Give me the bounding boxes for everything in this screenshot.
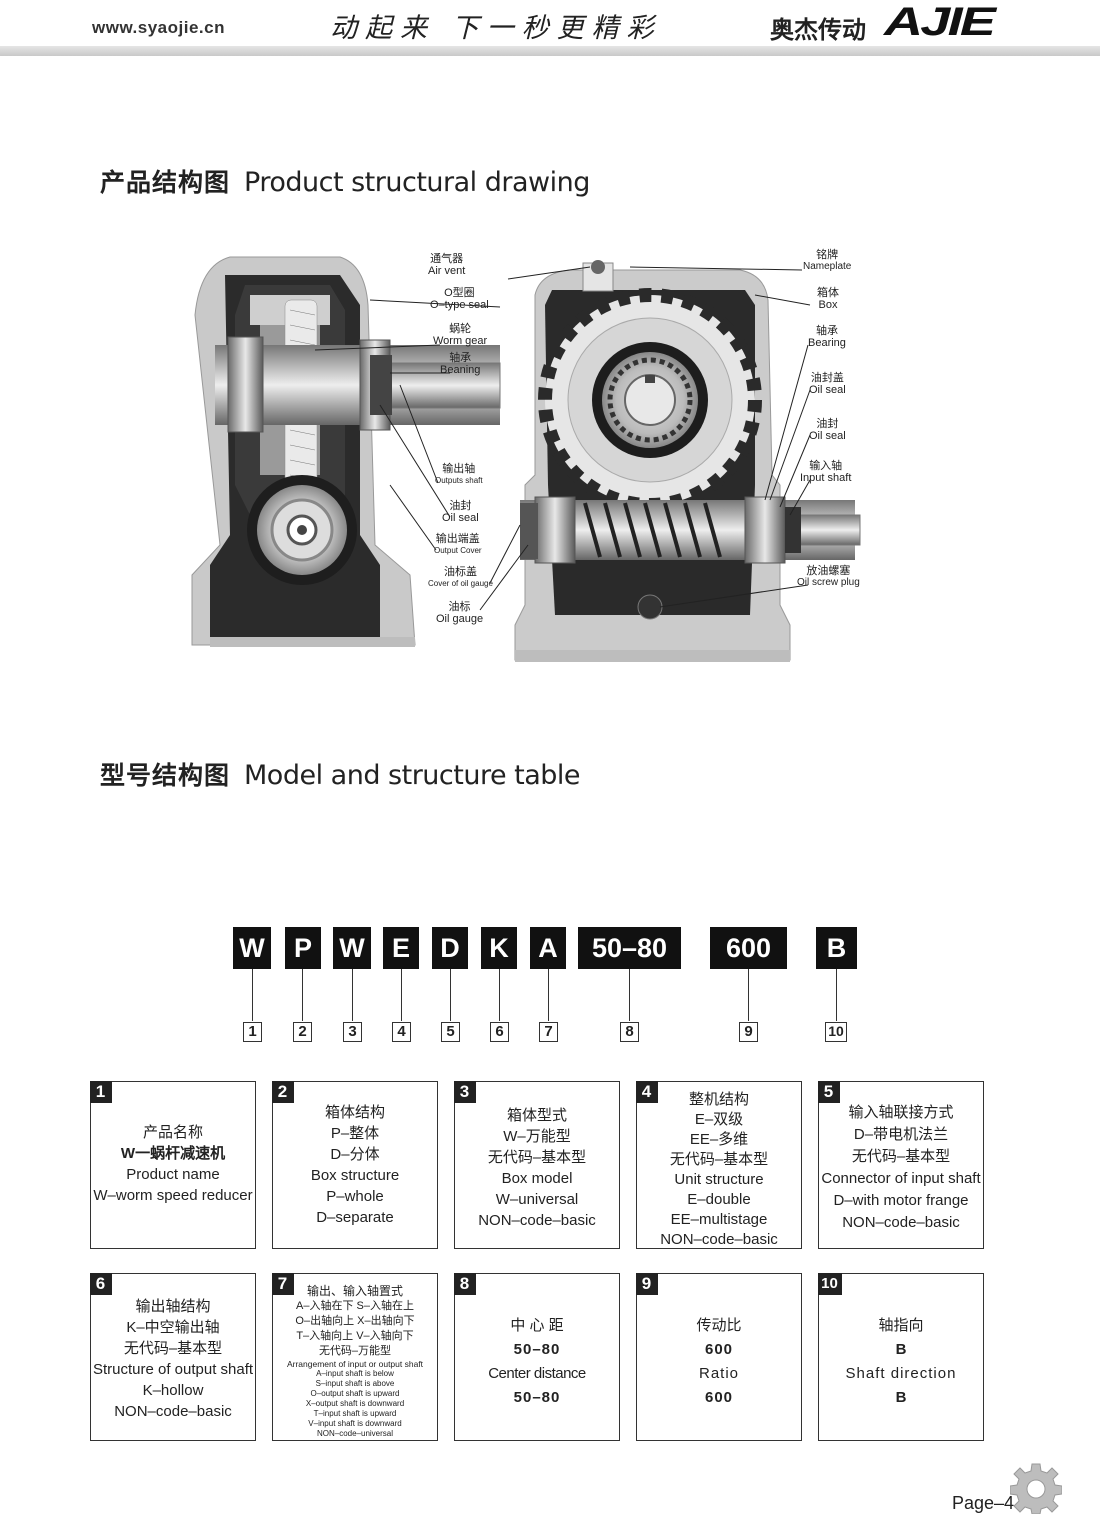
- callout-leader-lines: [314, 266, 811, 611]
- code-p-box-structure: P: [285, 927, 321, 969]
- header-divider: [0, 46, 1100, 56]
- desc-box-9-ratio: 9 传动比 600 Ratio 600: [635, 1272, 802, 1441]
- code-connector-line: [252, 969, 253, 1021]
- desc-box-4-unit-structure: 4 整机结构 E–双级 EE–多维 无代码–基本型 Unit structure…: [635, 1080, 802, 1249]
- code-connector-line: [401, 969, 402, 1021]
- code-number-3: 3: [343, 1022, 362, 1042]
- desc-box-7-shaft-arrangement: 7 输出、输入轴置式 A–入轴在下 S–入轴在上 O–出轴向上 X–出轴向下 T…: [271, 1272, 438, 1441]
- code-connector-line: [302, 969, 303, 1021]
- desc-box-5-input-connector: 5 输入轴联接方式 D–带电机法兰 无代码–基本型 Connector of i…: [817, 1080, 984, 1249]
- code-w-box-model: W: [333, 927, 371, 969]
- desc-box-10-shaft-direction: 10 轴指向 B Shaft direction B: [817, 1272, 984, 1441]
- desc-box-3-box-model: 3 箱体型式 W–万能型 无代码–基本型 Box model W–univers…: [453, 1080, 620, 1249]
- page-number: Page–4: [952, 1493, 1015, 1513]
- code-connector-line: [836, 969, 837, 1021]
- code-connector-line: [748, 969, 749, 1021]
- code-k-output-shaft: K: [481, 927, 517, 969]
- code-d-input-connector: D: [432, 927, 468, 969]
- desc-box-8-center-distance: 8 中 心 距 50–80 Center distance 50–80: [453, 1272, 620, 1441]
- code-number-6: 6: [490, 1022, 509, 1042]
- desc-box-1-product-name: 1 产品名称 W一蜗杆减速机 Product name W–worm speed…: [89, 1080, 256, 1249]
- code-shaft-direction: B: [816, 927, 857, 969]
- header-slogan: 动起来 下一秒更精彩: [330, 13, 662, 44]
- code-connector-line: [548, 969, 549, 1021]
- code-connector-line: [450, 969, 451, 1021]
- code-number-5: 5: [441, 1022, 460, 1042]
- code-number-8: 8: [620, 1022, 639, 1042]
- code-number-2: 2: [293, 1022, 312, 1042]
- side-section-view: [191, 256, 501, 647]
- code-e-unit-structure: E: [383, 927, 419, 969]
- code-w-product: W: [233, 927, 271, 969]
- code-number-7: 7: [539, 1022, 558, 1042]
- code-center-distance: 50–80: [578, 927, 681, 969]
- company-logo: AJIE: [884, 0, 996, 44]
- code-number-4: 4: [392, 1022, 411, 1042]
- code-connector-line: [499, 969, 500, 1021]
- desc-box-6-output-shaft: 6 输出轴结构 K–中空输出轴 无代码–基本型 Structure of out…: [89, 1272, 256, 1441]
- gear-icon: [1010, 1463, 1062, 1514]
- website-url[interactable]: www.syaojie.cn: [92, 18, 225, 37]
- front-section-view: [514, 260, 861, 662]
- code-ratio: 600: [710, 927, 787, 969]
- page-header: www.syaojie.cn 动起来 下一秒更精彩 奥杰传动 AJIE: [0, 0, 1100, 60]
- code-a-shaft-arrangement: A: [530, 927, 566, 969]
- code-connector-line: [352, 969, 353, 1021]
- gearbox-cutaway-illustration: [191, 256, 861, 662]
- code-number-10: 10: [825, 1022, 847, 1042]
- code-number-1: 1: [243, 1022, 262, 1042]
- worm-wheel: [538, 288, 762, 512]
- desc-box-2-box-structure: 2 箱体结构 P–整体 D–分体 Box structure P–whole D…: [271, 1080, 438, 1249]
- code-number-9: 9: [739, 1022, 758, 1042]
- code-connector-line: [629, 969, 630, 1021]
- company-name: 奥杰传动: [770, 17, 866, 44]
